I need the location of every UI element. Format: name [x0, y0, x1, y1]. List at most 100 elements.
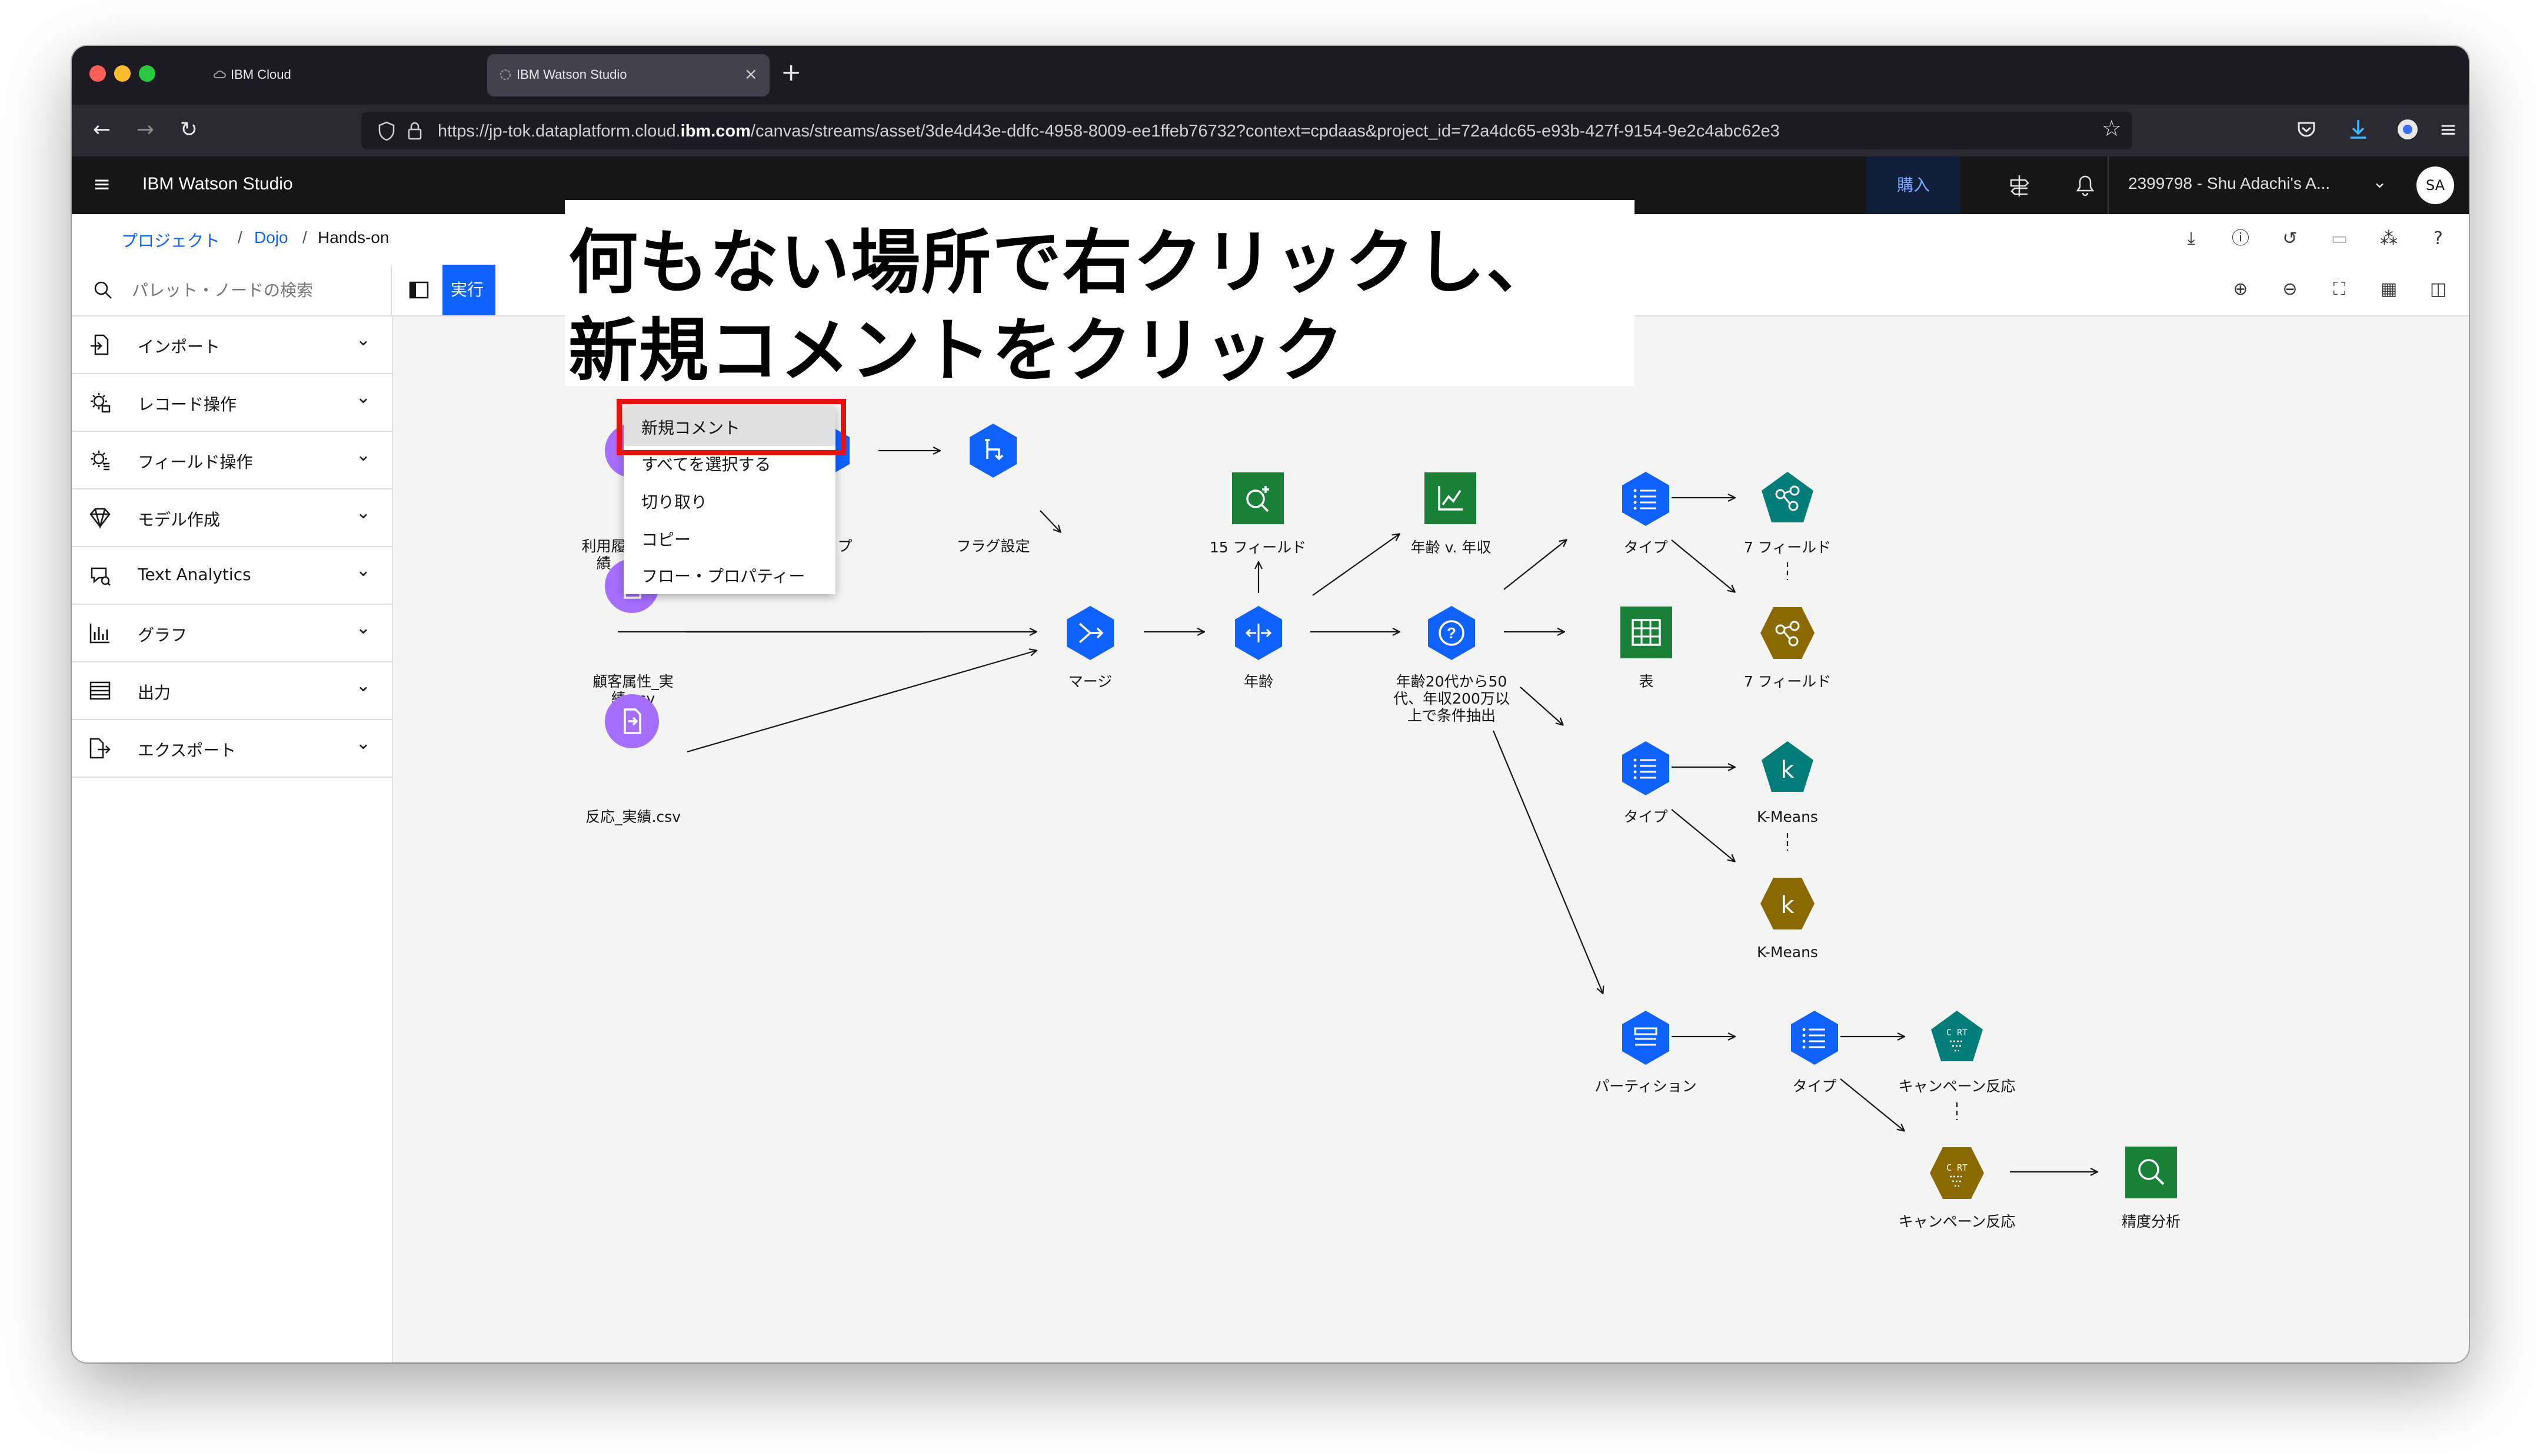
type-node-4[interactable]	[1786, 1009, 1843, 1066]
palette-item-record-ops[interactable]: レコード操作 ⌄	[72, 374, 392, 432]
data-audit-node[interactable]	[1230, 471, 1286, 526]
field-ops-icon	[91, 451, 109, 471]
breadcrumb-separator: /	[238, 228, 242, 246]
notification-bell-icon[interactable]	[2072, 172, 2098, 199]
node-label-type2: タイプ	[1623, 539, 1668, 556]
close-window-button[interactable]	[89, 65, 106, 82]
flag-setting-node[interactable]	[965, 422, 1021, 479]
close-tab-icon[interactable]: ×	[744, 64, 758, 84]
reload-icon[interactable]: ↻	[179, 118, 198, 142]
model-node-7fields[interactable]	[1759, 471, 1816, 527]
node-label-15fields: 15 フィールド	[1209, 539, 1307, 556]
node-label-analysis: 精度分析	[2121, 1213, 2181, 1230]
back-icon[interactable]: ←	[92, 118, 111, 142]
node-label-table: 表	[1639, 673, 1654, 690]
palette-item-graphs[interactable]: グラフ ⌄	[72, 605, 392, 662]
comment-icon[interactable]: ▭	[2331, 228, 2348, 249]
node-label-partition: パーティション	[1594, 1078, 1697, 1095]
breadcrumb-projects-link[interactable]: プロジェクト	[121, 232, 221, 250]
palette-item-label: インポート	[138, 337, 221, 356]
palette-item-output[interactable]: 出力 ⌄	[72, 662, 392, 720]
derive-node-age[interactable]	[1230, 605, 1287, 661]
menu-item-flow-properties[interactable]: フロー・プロパティー	[641, 567, 805, 586]
node-label-type3: タイプ	[1623, 808, 1668, 825]
instruction-annotation: 何もない場所で右クリックし、 新規コメントをクリック	[565, 200, 1634, 391]
node-label-response: 反応_実績.csv	[585, 808, 681, 825]
chevron-down-icon[interactable]: ⌄	[2372, 172, 2388, 192]
table-node[interactable]	[1619, 605, 1674, 660]
palette-item-import[interactable]: インポート ⌄	[72, 316, 392, 374]
palette-item-field-ops[interactable]: フィールド操作 ⌄	[72, 432, 392, 489]
text-analytics-icon	[91, 567, 111, 586]
palette-search-input[interactable]	[131, 276, 380, 304]
flow-canvas[interactable]: 利用履 績 プ フラグ設定 顧客属性_実 績.csv 反応_実績.csv マージ…	[392, 316, 2469, 1362]
chevron-down-icon: ⌄	[355, 445, 371, 465]
zoom-out-icon[interactable]: ⊖	[2282, 279, 2298, 299]
download-icon[interactable]: ⤓	[2187, 228, 2195, 249]
avatar[interactable]: SA	[2416, 166, 2454, 204]
node-label-kmeans2: K-Means	[1757, 944, 1818, 961]
extension-icon[interactable]	[2396, 118, 2419, 141]
merge-node[interactable]	[1062, 605, 1118, 661]
minimap-icon[interactable]: ▦	[2380, 279, 2398, 299]
kmeans-nugget[interactable]: k	[1759, 875, 1816, 932]
apps-icon[interactable]: ⁂	[2380, 228, 2398, 249]
analysis-node[interactable]	[2123, 1145, 2179, 1200]
buy-button[interactable]: 購入	[1866, 156, 1960, 214]
pocket-icon[interactable]	[2296, 119, 2317, 140]
svg-text:k: k	[1780, 757, 1795, 784]
chevron-down-icon: ⌄	[355, 560, 371, 581]
run-button[interactable]: 実行	[442, 265, 495, 315]
menu-item-cut[interactable]: 切り取り	[641, 492, 708, 512]
history-icon[interactable]: ↺	[2282, 228, 2298, 249]
select-node[interactable]: ?	[1423, 605, 1480, 661]
palette-item-modeling[interactable]: モデル作成 ⌄	[72, 489, 392, 547]
diamond-icon	[89, 508, 111, 529]
chevron-down-icon: ⌄	[355, 387, 371, 408]
link	[1312, 534, 1399, 596]
partition-node[interactable]	[1617, 1009, 1674, 1066]
zoom-in-icon[interactable]: ⊕	[2233, 279, 2248, 299]
address-bar[interactable]: https://jp-tok.dataplatform.cloud.ibm.co…	[361, 112, 2132, 149]
menu-icon[interactable]: ≡	[2439, 118, 2458, 142]
info-icon[interactable]: ⓘ	[2232, 228, 2249, 249]
signpost-icon[interactable]	[2006, 173, 2032, 199]
hamburger-menu-icon[interactable]: ≡	[93, 172, 111, 196]
breadcrumb-dojo-link[interactable]: Dojo	[254, 228, 288, 246]
download-icon[interactable]	[2348, 118, 2369, 141]
cloud-icon	[214, 70, 226, 78]
node-label-usage: 利用履 績	[581, 538, 626, 572]
node-palette: インポート ⌄ レコード操作 ⌄ フィールド操作 ⌄ モデル作成 ⌄ Text …	[72, 316, 393, 1362]
type-node-2[interactable]	[1617, 471, 1674, 527]
tab-watson-studio[interactable]: IBM Watson Studio ×	[487, 54, 770, 96]
palette-search	[72, 265, 392, 315]
crt-nugget[interactable]: C RT	[1929, 1145, 1985, 1201]
menu-item-new-comment[interactable]: 新規コメント	[641, 418, 741, 438]
type-node-3[interactable]	[1617, 740, 1674, 797]
bookmark-star-icon[interactable]: ☆	[2101, 115, 2122, 141]
fit-to-screen-icon[interactable]: ⛶	[2333, 279, 2346, 299]
toggle-palette-icon[interactable]	[408, 280, 430, 300]
import-node-response[interactable]	[604, 693, 660, 749]
account-switcher[interactable]: 2399798 - Shu Adachi's A...	[2128, 174, 2331, 192]
help-icon[interactable]: ?	[2434, 228, 2443, 249]
properties-panel-icon[interactable]: ◫	[2429, 279, 2447, 299]
node-label-7fields-b: 7 フィールド	[1743, 673, 1832, 690]
browser-window: IBM Cloud × IBM Watson Studio × + ← → ↻ …	[72, 46, 2469, 1362]
crt-node[interactable]: C RT	[1929, 1009, 1985, 1066]
url-text: https://jp-tok.dataplatform.cloud.ibm.co…	[438, 122, 1780, 141]
kmeans-node[interactable]: k	[1759, 740, 1816, 797]
forward-icon[interactable]: →	[136, 118, 155, 142]
plot-node-age-income[interactable]	[1423, 471, 1478, 526]
menu-item-select-all[interactable]: すべてを選択する	[641, 455, 771, 474]
new-tab-icon[interactable]: +	[781, 58, 802, 86]
zoom-window-button[interactable]	[139, 65, 155, 82]
palette-item-text-analytics[interactable]: Text Analytics ⌄	[72, 547, 392, 605]
link	[1520, 687, 1563, 725]
model-nugget-7fields[interactable]	[1759, 605, 1816, 661]
node-label-campaign2: キャンペーン反応	[1898, 1213, 2016, 1230]
svg-text:C RT: C RT	[1946, 1162, 1968, 1173]
menu-item-copy[interactable]: コピー	[641, 530, 691, 549]
minimize-window-button[interactable]	[114, 65, 131, 82]
palette-item-export[interactable]: エクスポート ⌄	[72, 720, 392, 778]
